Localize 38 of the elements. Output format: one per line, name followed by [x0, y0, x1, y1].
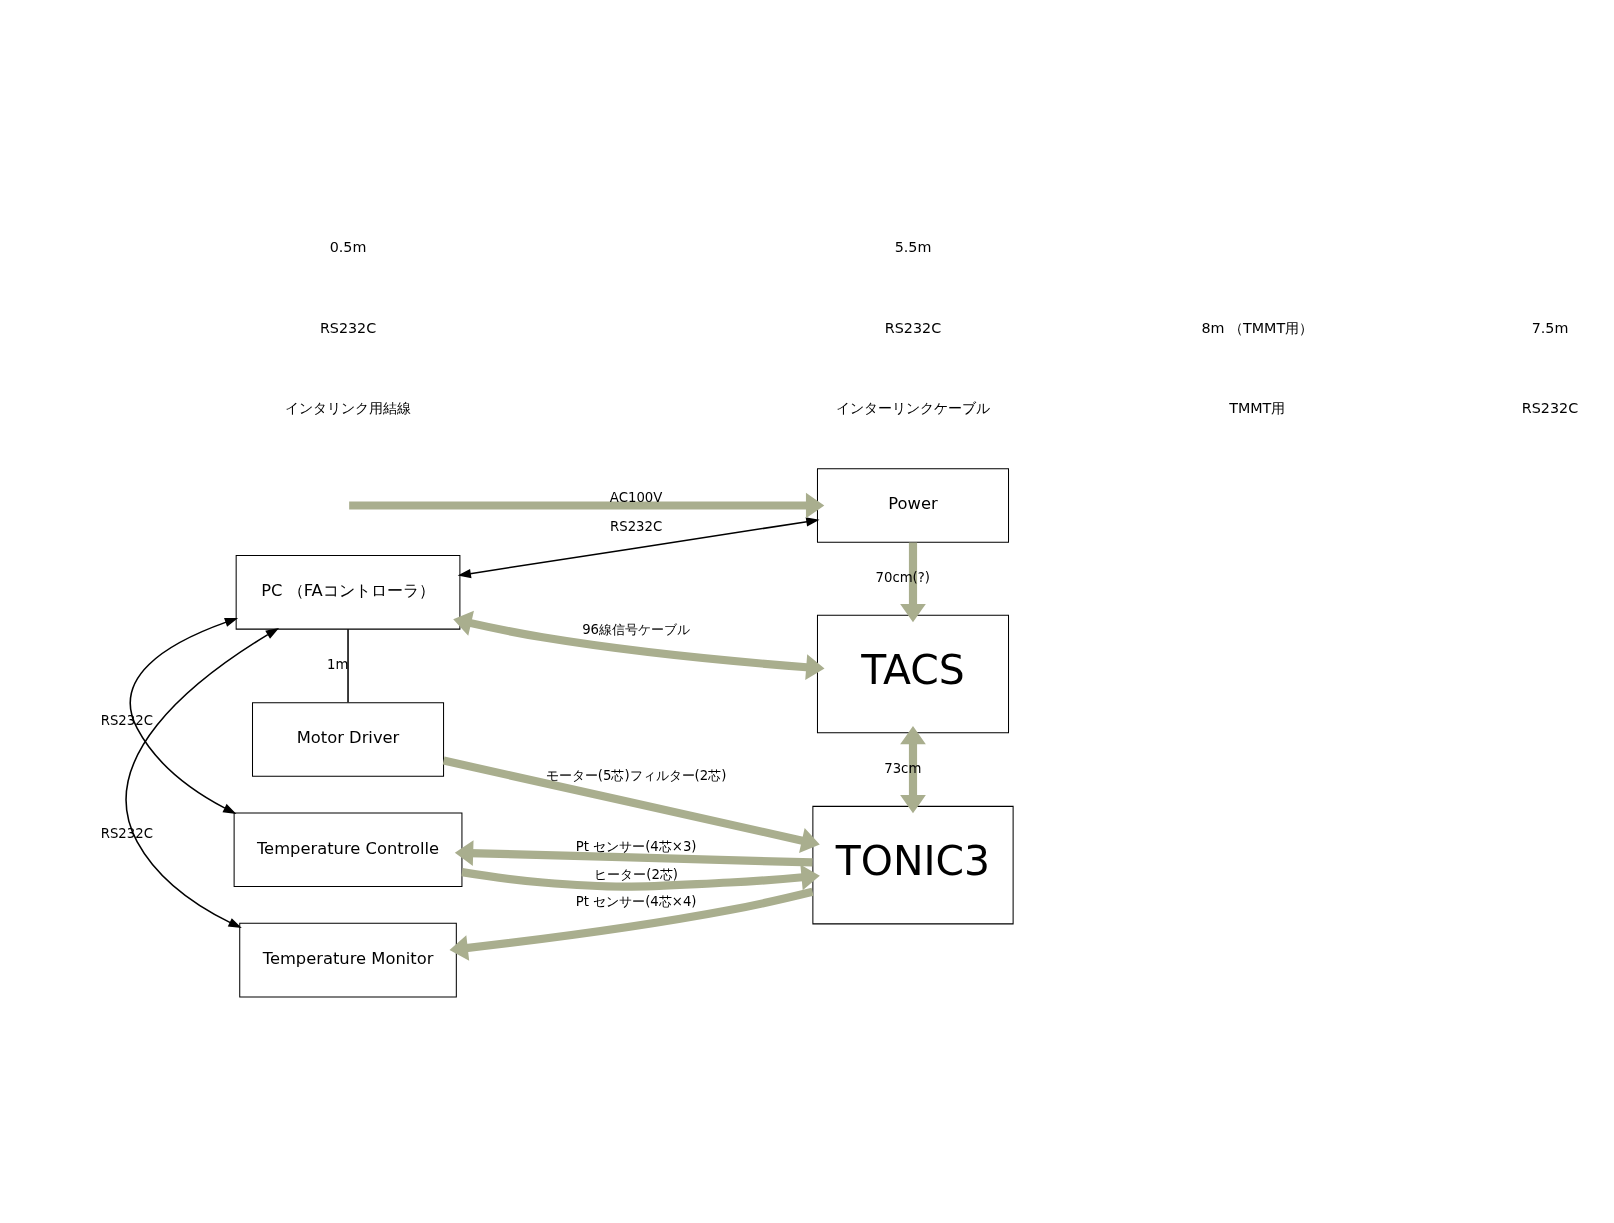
label: 0.5m [329, 238, 367, 255]
label: TMMT用 [1229, 400, 1286, 417]
edge-label: Pt センサー(4芯×3) [575, 839, 697, 855]
arrow [125, 627, 280, 929]
arrow [349, 492, 825, 519]
arrow [129, 617, 239, 814]
arrow [442, 756, 820, 854]
label: 5.5m [894, 238, 932, 255]
arrow [900, 542, 926, 623]
arrow [453, 610, 825, 680]
arrow [457, 517, 820, 579]
node-box: Temperature Monitor [239, 922, 457, 998]
arrow [461, 864, 820, 891]
label: RS232C [1521, 400, 1579, 417]
node-box: PC （FAコントローラ） [235, 555, 461, 630]
edge-label: 96線信号ケーブル [582, 621, 691, 637]
edge-label: 70cm(?) [875, 570, 931, 586]
node-box: TONIC3 [812, 805, 1014, 925]
label: RS232C [884, 319, 942, 336]
node-box: Motor Driver [252, 702, 445, 777]
edge-label: RS232C [610, 519, 663, 535]
connector [347, 628, 349, 704]
label: インターリンクケーブル [836, 400, 990, 417]
arrow [449, 887, 814, 961]
edge-label: モーター(5芯)フィルター(2芯) [545, 767, 727, 783]
edge-label: Pt センサー(4芯×4) [575, 894, 697, 910]
label: 8m （TMMT用） [1201, 319, 1314, 336]
label: 7.5m [1531, 319, 1569, 336]
node-box: TACS [816, 614, 1010, 734]
label: RS232C [319, 319, 377, 336]
label: インタリンク用結線 [285, 400, 412, 417]
edge-label: 73cm [884, 761, 922, 777]
edge-label: ヒーター(2芯) [594, 866, 679, 882]
node-box: Power [816, 468, 1010, 543]
arrow [454, 840, 813, 867]
edge-label: AC100V [609, 489, 663, 505]
arrow [900, 725, 926, 814]
node-box: Temperature Controlle [233, 812, 463, 888]
